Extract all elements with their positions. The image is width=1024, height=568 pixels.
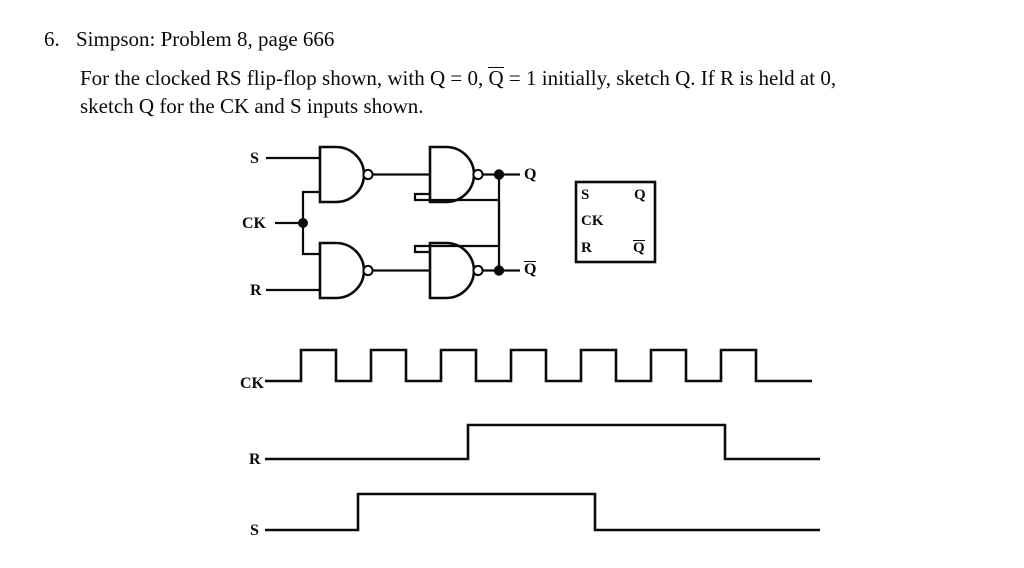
waveform-label-ck: CK xyxy=(240,375,264,392)
problem-statement-line-1: For the clocked RS flip-flop shown, with… xyxy=(80,64,1005,92)
block-symbol-box xyxy=(574,180,657,264)
wire-ck-to-top-gate xyxy=(301,190,320,223)
q-bar-inline: Q xyxy=(488,66,504,90)
waveform-label-s: S xyxy=(250,522,259,539)
circuit-label-ck: CK xyxy=(242,215,266,232)
wire-ck-to-bottom-gate xyxy=(301,223,320,256)
waveform-s-trace xyxy=(265,492,820,532)
block-pin-ck: CK xyxy=(581,213,604,229)
circuit-label-q: Q xyxy=(524,166,537,183)
waveform-ck-trace xyxy=(265,348,812,383)
block-pin-s: S xyxy=(581,187,590,203)
block-pin-r: R xyxy=(581,240,592,256)
nand-bubble-icon xyxy=(472,168,484,181)
nand-gate-bottom-left xyxy=(318,241,374,300)
block-pin-q: Q xyxy=(634,187,646,203)
nand-gate-top-left xyxy=(318,145,374,204)
statement-fragment-b: = 1 initially, sketch Q. If R is held at… xyxy=(503,66,837,90)
nand-gate-bottom-right xyxy=(428,241,484,300)
problem-title: Simpson: Problem 8, page 666 xyxy=(76,27,335,51)
problem-heading: 6. Simpson: Problem 8, page 666 xyxy=(44,26,744,52)
problem-statement: For the clocked RS flip-flop shown, with… xyxy=(80,64,1005,120)
problem-statement-line-2: sketch Q for the CK and S inputs shown. xyxy=(80,94,424,118)
junction-dot-ck xyxy=(298,218,308,228)
waveform-label-r: R xyxy=(249,451,261,468)
circuit-label-qbar: Q xyxy=(524,261,537,278)
nand-gate-top-right xyxy=(428,145,484,204)
nand-bubble-icon xyxy=(362,168,374,181)
problem-number: 6. xyxy=(44,27,60,51)
waveform-r-trace xyxy=(265,423,820,461)
nand-bubble-icon xyxy=(472,264,484,277)
circuit-label-r: R xyxy=(250,282,262,299)
statement-fragment-a: For the clocked RS flip-flop shown, with… xyxy=(80,66,489,90)
circuit-label-s: S xyxy=(250,150,259,167)
block-pin-qbar: Q xyxy=(633,240,645,256)
nand-bubble-icon xyxy=(362,264,374,277)
wire-feedback-qbar-to-nand3 xyxy=(413,192,501,271)
